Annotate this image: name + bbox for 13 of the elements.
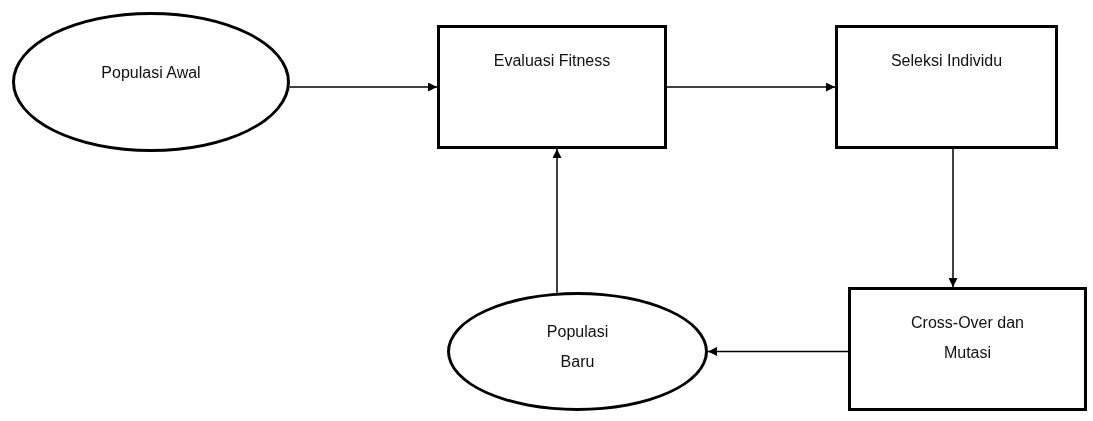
node-label: Evaluasi Fitness	[493, 51, 611, 71]
arrow	[552, 148, 562, 294]
node-label: Seleksi Individu	[890, 51, 1003, 71]
process-box	[437, 25, 667, 149]
node-label: Populasi Awal	[101, 63, 201, 83]
process-box	[835, 25, 1058, 149]
arrow	[288, 82, 438, 92]
node-label: Populasi Baru	[545, 322, 610, 373]
arrow	[707, 347, 849, 356]
node-label: Cross-Over dan Mutasi	[910, 313, 1025, 364]
arrow	[666, 82, 836, 92]
arrow	[948, 148, 958, 288]
process-box	[848, 287, 1087, 411]
